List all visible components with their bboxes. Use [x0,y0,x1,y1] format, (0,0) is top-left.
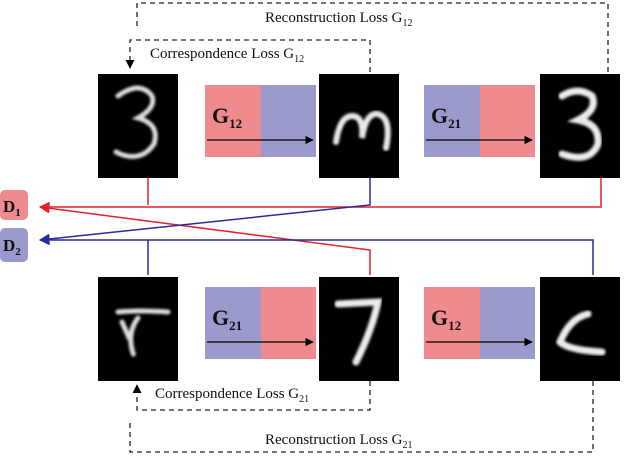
generator-g12-bottom: G12 [424,287,535,359]
recon-loss-top-label: Reconstruction Loss G12 [265,10,412,29]
corr-loss-bottom-path [132,381,371,411]
discriminator-d1: D1 [0,190,28,220]
recon-loss-bottom-label: Reconstruction Loss G21 [265,432,412,451]
digit-image-bottom-output [540,277,620,381]
generator-g21-bottom: G21 [205,287,316,359]
digit-image-bottom-input [98,277,178,381]
discriminator-d2: D2 [0,228,28,262]
generator-g12-top: G12 [205,85,316,157]
generator-g21-top: G21 [424,85,535,157]
corr-loss-top-label: Correspondence Loss G12 [150,46,304,65]
red-connectors-d1 [38,178,602,275]
generator-g21-top-label: G21 [431,103,461,131]
generator-g12-bottom-label: G12 [431,305,461,333]
recon-loss-top-path [136,2,609,72]
corr-loss-bottom-label: Correspondence Loss G21 [155,386,309,405]
digit-image-top-output [540,74,620,178]
digit-image-bottom-mid [319,277,399,381]
recon-loss-bottom-path [129,381,594,453]
discriminator-d2-label: D2 [3,236,21,258]
blue-connectors-d2 [38,178,594,275]
digit-image-top-mid [319,74,399,178]
generator-g12-top-label: G12 [212,103,242,131]
digit-image-top-input [98,74,178,178]
discriminator-d1-label: D1 [3,197,21,219]
generator-g21-bottom-label: G21 [212,305,242,333]
